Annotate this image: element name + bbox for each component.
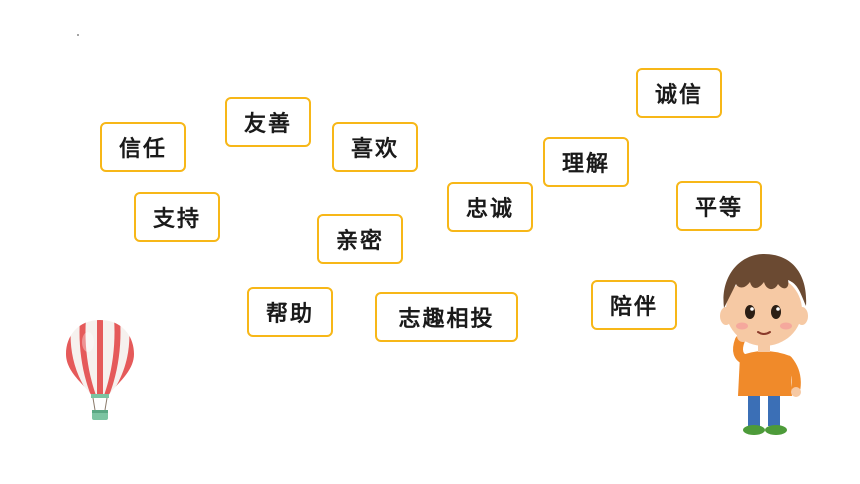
- stray-dot: [77, 34, 79, 36]
- word-card-zhiquxiangtou[interactable]: 志趣相投: [375, 292, 518, 342]
- hot-air-balloon-icon: [66, 320, 134, 420]
- word-card-zhongcheng[interactable]: 忠诚: [447, 182, 533, 232]
- word-card-pingdeng[interactable]: 平等: [676, 181, 762, 231]
- word-card-qinmi[interactable]: 亲密: [317, 214, 403, 264]
- thinking-boy-icon: [720, 254, 808, 435]
- word-card-chengxin[interactable]: 诚信: [636, 68, 722, 118]
- word-card-zhichi[interactable]: 支持: [134, 192, 220, 242]
- word-card-xihuan[interactable]: 喜欢: [332, 122, 418, 172]
- word-card-youshan[interactable]: 友善: [225, 97, 311, 147]
- word-card-bangzhu[interactable]: 帮助: [247, 287, 333, 337]
- word-card-xinren[interactable]: 信任: [100, 122, 186, 172]
- word-card-lijie[interactable]: 理解: [543, 137, 629, 187]
- word-card-peiban[interactable]: 陪伴: [591, 280, 677, 330]
